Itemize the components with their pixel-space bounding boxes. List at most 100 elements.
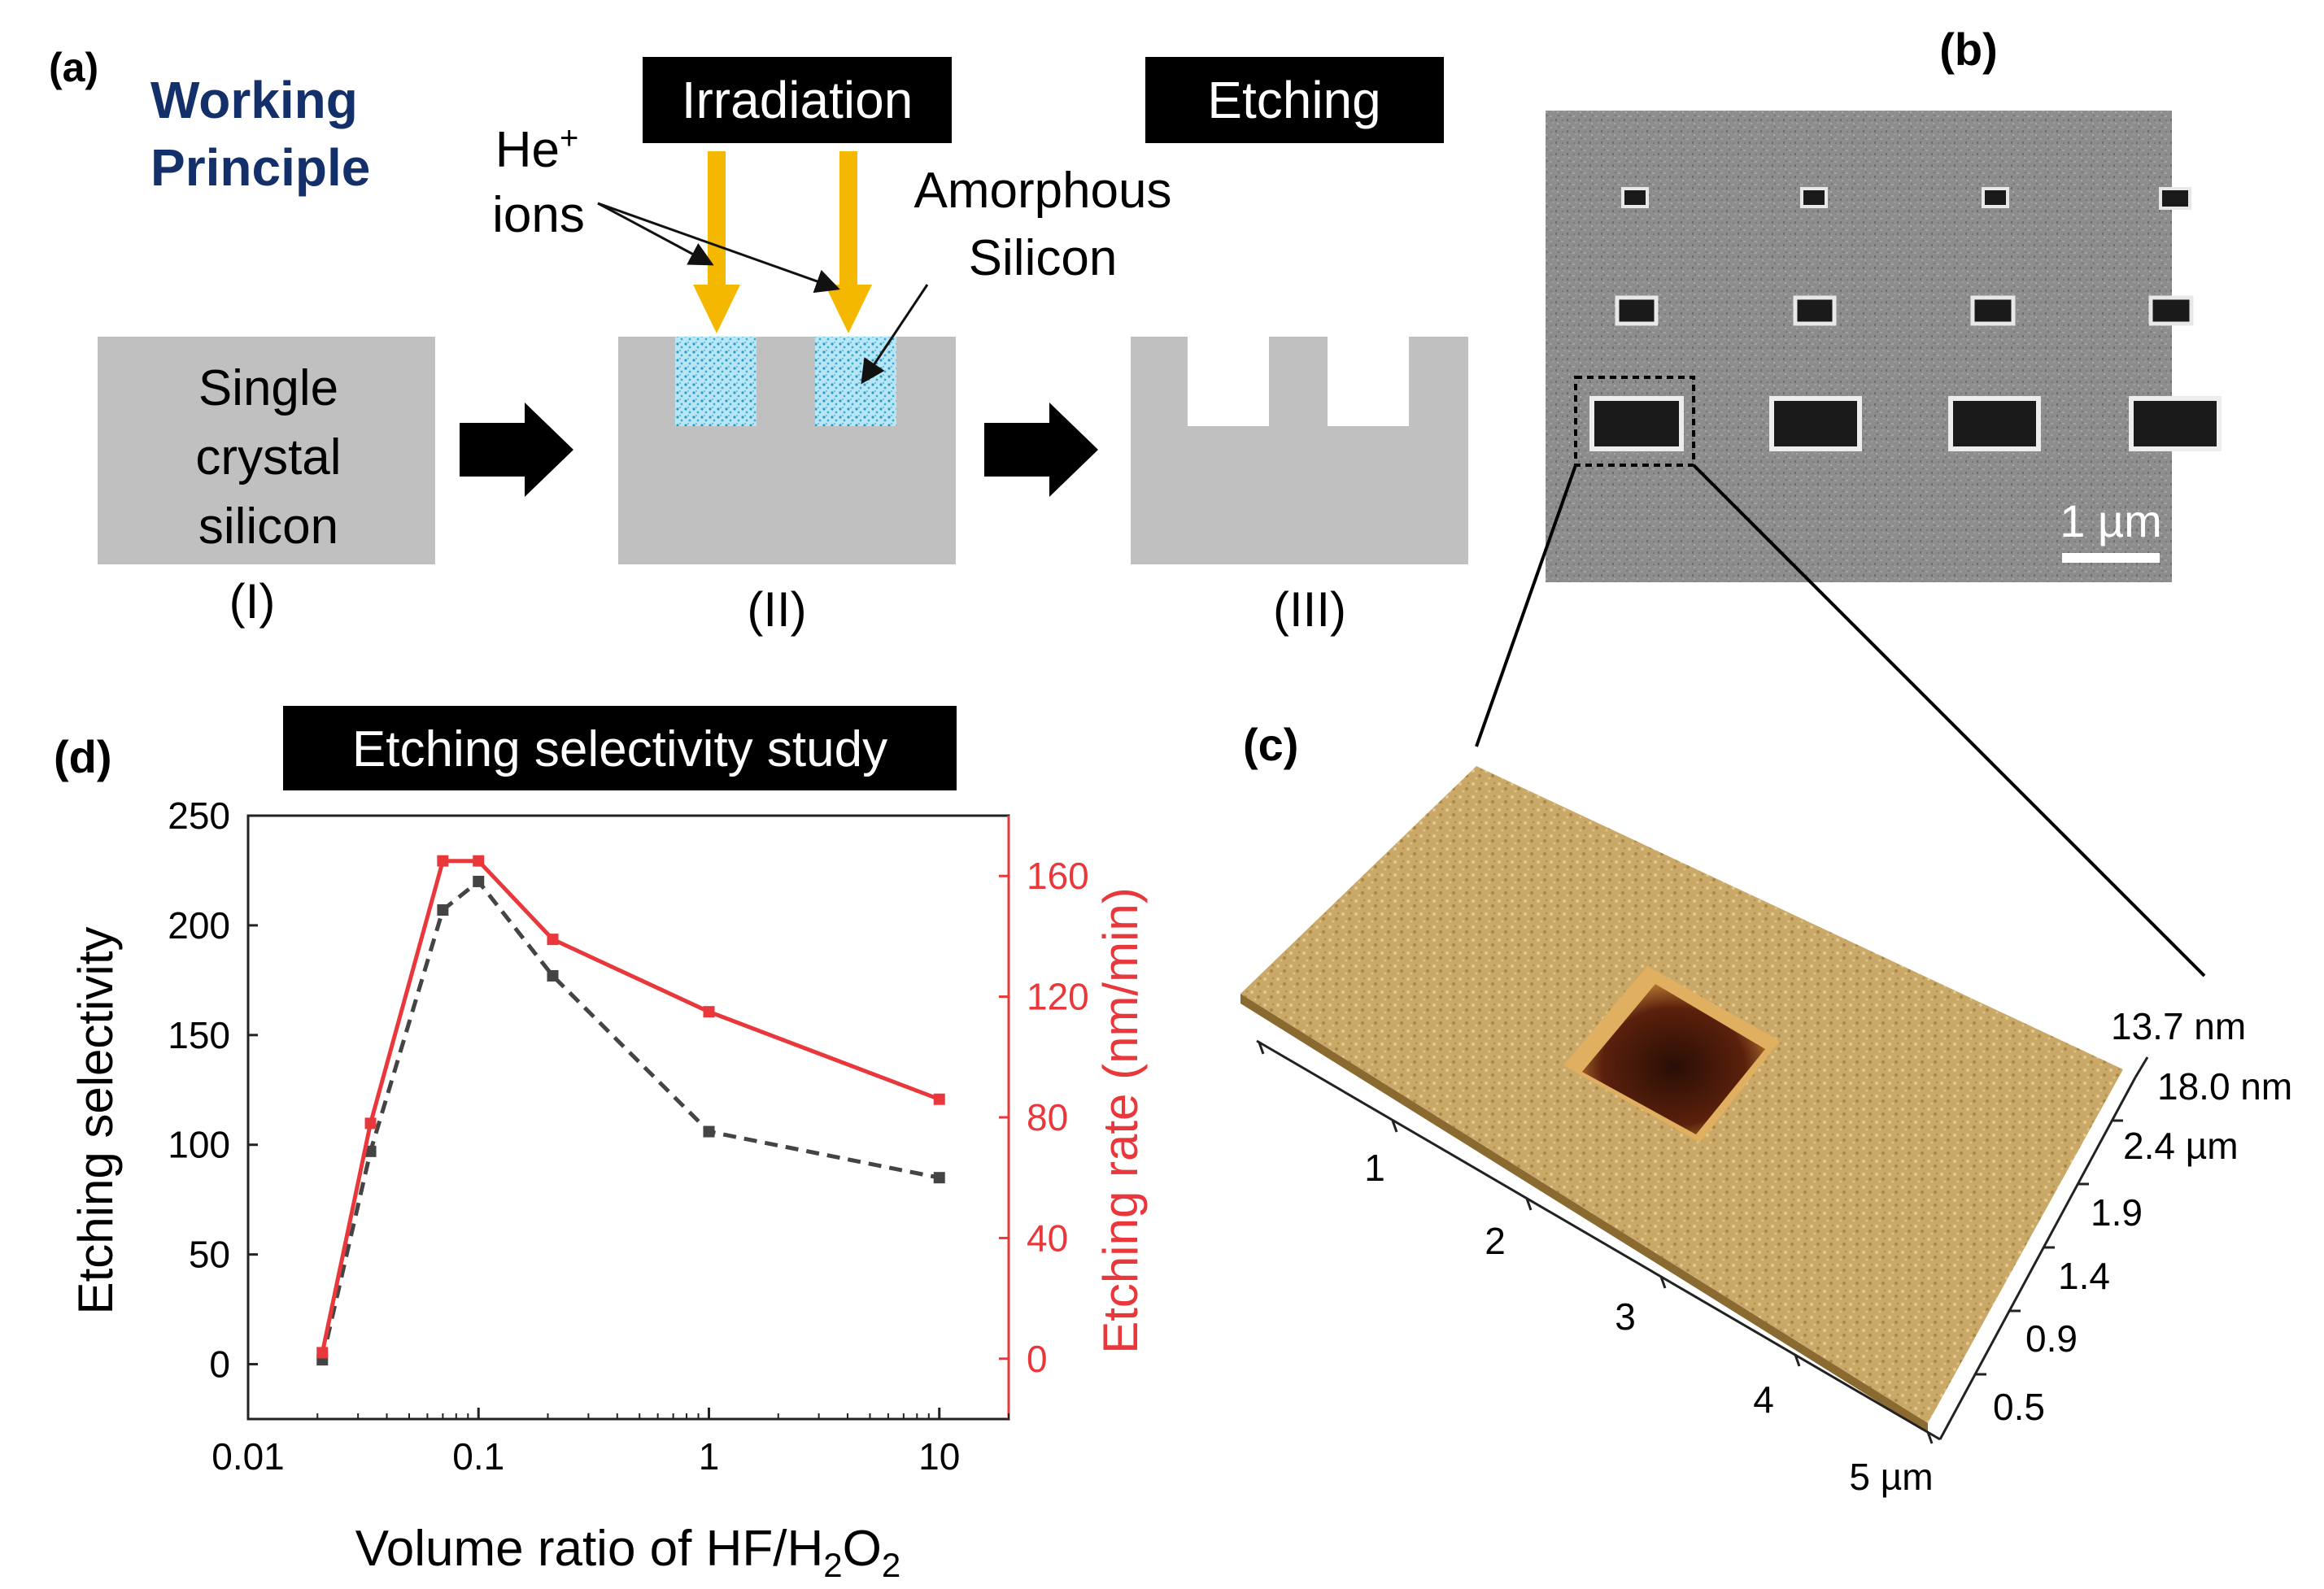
afm-y-tick-3: 1.4 <box>2058 1255 2110 1297</box>
working-principle-line1: Working <box>150 71 358 129</box>
substrate-label-2: crystal <box>195 429 341 485</box>
series-2-marker <box>547 934 559 946</box>
series-1-line <box>320 878 940 1360</box>
panel-c: (c) 1 2 3 4 5 µm 0.5 <box>1240 719 2292 1498</box>
sem-hole <box>2129 396 2222 451</box>
substrate-label-3: silicon <box>198 498 338 555</box>
afm-y-tick-1: 0.5 <box>1993 1386 2045 1428</box>
x-tick-label: 1 <box>699 1435 720 1478</box>
afm-z-label-2: 18.0 nm <box>2157 1065 2292 1108</box>
series-1-marker <box>364 1145 377 1157</box>
step-label-2: (II) <box>747 582 806 637</box>
x-tick-label: 10 <box>918 1435 960 1478</box>
etching-header-box <box>1145 57 1444 143</box>
afm-z-label-1: 13.7 nm <box>2111 1005 2246 1047</box>
plot-frame <box>246 814 1010 1421</box>
silicon-block-3 <box>1131 337 1468 564</box>
afm-y-ticks <box>1975 1119 2123 1376</box>
irradiation-header: Irradiation <box>682 71 913 129</box>
y-right-tick-label: 40 <box>1027 1217 1068 1259</box>
ions-pointer-2 <box>597 202 840 294</box>
y-right-tick-label: 160 <box>1027 855 1089 897</box>
afm-pit <box>1582 984 1765 1134</box>
y-right-tick-label: 0 <box>1027 1338 1048 1380</box>
ion-beam-1 <box>693 151 740 333</box>
sem-hole-row-3 <box>1589 396 2222 451</box>
series-1-marker <box>473 875 485 887</box>
sem-hole <box>1589 396 1684 451</box>
y-right-tick-label: 80 <box>1027 1096 1068 1138</box>
x-tick-label: 0.1 <box>452 1435 504 1478</box>
series-layer <box>316 855 945 1366</box>
sem-hole <box>1621 187 1649 208</box>
y-axis-label-left: Etching selectivity <box>68 927 123 1315</box>
step-label-3: (III) <box>1273 582 1346 637</box>
he-ions-label: He+ <box>495 120 579 178</box>
sem-image <box>1546 111 2172 582</box>
sem-scale-bar <box>2062 553 2160 563</box>
x-axis-label: Volume ratio of HF/H2O2 <box>355 1521 900 1584</box>
panel-b-label: (b) <box>1939 24 1998 75</box>
series-2-marker <box>437 855 449 867</box>
process-arrow-1 <box>460 403 573 497</box>
panel-b: (b) 1 µm <box>1475 24 2222 977</box>
y-right-tick-label: 120 <box>1027 976 1089 1018</box>
amorphous-label-1: Amorphous <box>913 163 1171 219</box>
right-axis-ticks: 0 40 80 120 160 <box>999 855 1089 1380</box>
afm-surface-edge <box>1240 994 1928 1433</box>
amorphous-region-1 <box>675 337 756 426</box>
panel-d: (d) Etching selectivity study 0501001502… <box>54 706 1148 1584</box>
y-left-tick-label: 100 <box>168 1124 230 1166</box>
silicon-block-1 <box>98 337 435 564</box>
afm-x-axis <box>1256 1039 1941 1441</box>
amorphous-label-2: Silicon <box>969 230 1118 286</box>
sem-scale-label: 1 µm <box>2060 495 2162 546</box>
chart-title-box <box>283 706 957 790</box>
afm-x-tick-2: 2 <box>1485 1220 1506 1262</box>
silicon-block-2 <box>618 337 956 564</box>
series-2-marker <box>364 1117 377 1130</box>
y-left-tick-label: 200 <box>168 904 230 947</box>
series-1-marker <box>547 969 559 982</box>
afm-x-tick-4: 4 <box>1753 1378 1774 1421</box>
afm-x-tick-3: 3 <box>1615 1295 1636 1338</box>
afm-x-ticks <box>1258 1042 1934 1444</box>
ion-beam-2 <box>825 151 872 333</box>
afm-y-tick-2: 0.9 <box>2025 1317 2078 1360</box>
series-2-marker <box>473 855 485 867</box>
sem-hole <box>2159 187 2191 210</box>
zoom-line-right <box>1692 464 2206 977</box>
sem-hole <box>2148 295 2194 326</box>
y-axis-label-right: Etching rate (nm/min) <box>1093 887 1148 1354</box>
sem-hole <box>1970 295 2016 326</box>
sem-hole <box>1769 396 1862 451</box>
y-left-tick-label: 50 <box>189 1234 230 1276</box>
sem-hole-row-2 <box>1615 295 2194 326</box>
step-label-1: (I) <box>229 574 276 629</box>
ions-pointer-1 <box>597 202 714 266</box>
y-left-tick-label: 0 <box>209 1343 230 1386</box>
afm-y-tick-4: 1.9 <box>2091 1191 2143 1234</box>
panel-a-label: (a) <box>49 45 98 90</box>
afm-y-tick-5: 2.4 µm <box>2123 1125 2239 1167</box>
panel-c-label: (c) <box>1243 719 1298 770</box>
sem-hole <box>1800 187 1828 208</box>
panel-d-label: (d) <box>54 731 112 782</box>
sem-hole <box>1982 187 2009 208</box>
series-1-marker <box>703 1125 715 1138</box>
etching-header: Etching <box>1207 71 1380 129</box>
afm-z-axis <box>2134 1056 2149 1078</box>
series-1-marker <box>933 1172 945 1184</box>
chart-title: Etching selectivity study <box>352 721 887 777</box>
series-2-line <box>320 859 940 1353</box>
sem-hole <box>1793 295 1837 326</box>
series-1-marker <box>437 904 449 916</box>
sem-selection-box <box>1574 376 1695 467</box>
series-2-marker <box>316 1347 329 1359</box>
zoom-line-left <box>1475 464 1577 747</box>
sem-hole <box>1948 396 2041 451</box>
substrate-label-1: Single <box>198 360 338 416</box>
series-2-marker <box>703 1006 715 1018</box>
